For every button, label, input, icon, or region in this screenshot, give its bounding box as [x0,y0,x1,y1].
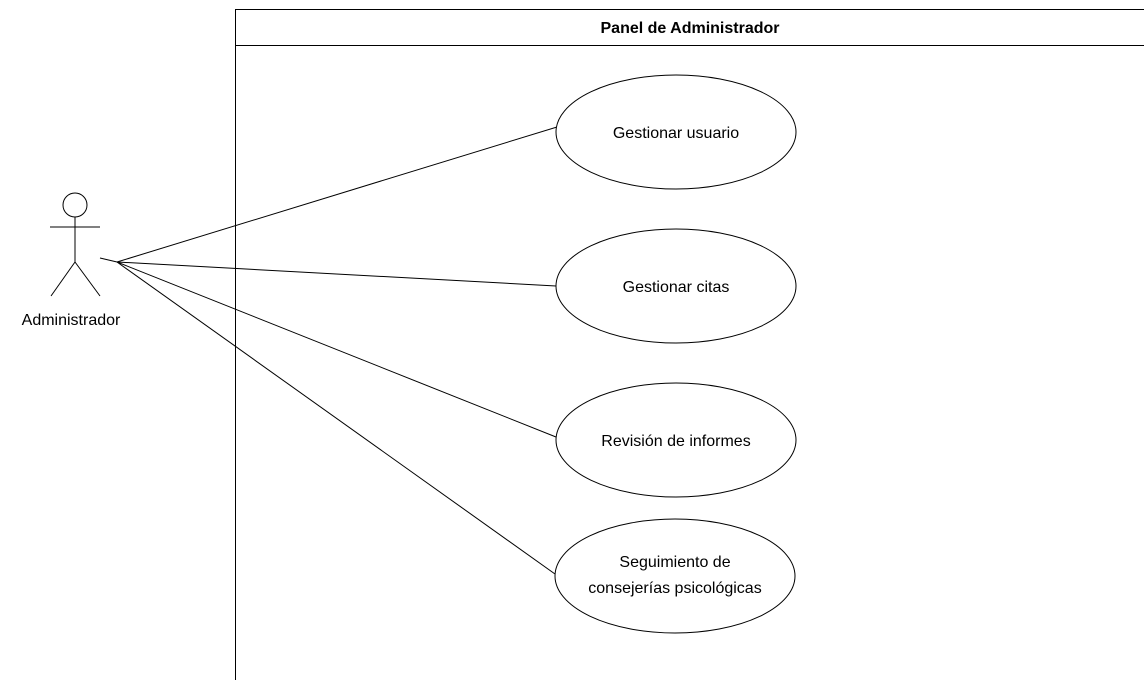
use-case-revision-de-informes[interactable]: Revisión de informes [555,382,797,498]
use-case-label: Gestionar usuario [613,125,739,142]
use-case-label: consejerías psicológicas [588,580,761,597]
association-line [116,261,557,438]
use-case-label: Revisión de informes [601,433,750,450]
association-line [116,126,558,263]
use-case-ellipse [555,228,797,344]
use-case-label: Seguimiento de [619,554,730,571]
actor-label: Administrador [22,312,121,329]
use-case-ellipse [555,382,797,498]
stick-figure-actor-icon [50,192,118,297]
use-case-gestionar-usuario[interactable]: Gestionar usuario [555,74,797,190]
association-line [116,261,557,287]
use-case-ellipse [555,74,797,190]
use-case-gestionar-citas[interactable]: Gestionar citas [555,228,797,344]
association-line [116,261,556,575]
use-case-label: Gestionar citas [623,279,730,296]
use-case-ellipse [554,518,796,634]
system-title: Panel de Administrador [601,20,780,37]
actor-administrador[interactable]: Administrador [22,192,121,329]
associations [116,126,558,575]
use-case-seguimiento-de-consejerias[interactable]: Seguimiento de consejerías psicológicas [554,518,796,634]
